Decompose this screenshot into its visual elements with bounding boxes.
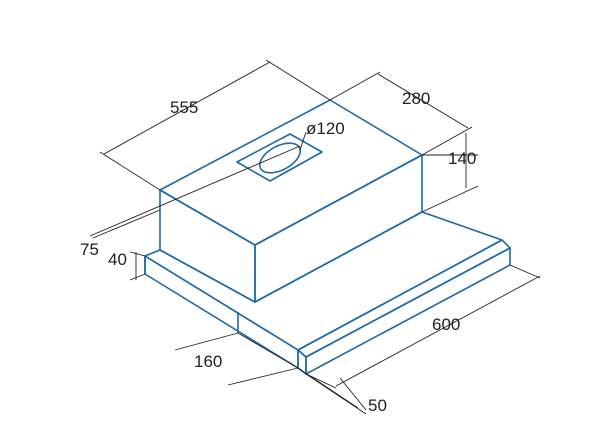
label-front-height: 40 <box>108 250 127 269</box>
label-total-width: 600 <box>432 315 460 334</box>
label-width-top: 280 <box>402 89 430 108</box>
slide-out-visor <box>144 211 511 375</box>
label-visor-offset: 75 <box>80 240 99 259</box>
dimension-lines <box>89 59 541 415</box>
label-depth-top: 555 <box>170 98 198 117</box>
hood-top-face <box>159 99 423 246</box>
label-height-body: 140 <box>448 149 476 168</box>
duct-plate <box>236 133 323 182</box>
duct-outlet <box>236 133 323 182</box>
duct-opening <box>258 142 302 174</box>
label-slide-depth: 160 <box>194 352 222 371</box>
label-visor-depth: 50 <box>368 396 387 415</box>
hood-front-face <box>159 189 256 303</box>
visor-front-bar-face <box>305 247 511 375</box>
dimension-labels: 555 280 ø120 140 75 40 160 600 50 <box>80 89 476 415</box>
hood-side-face <box>254 154 423 303</box>
visor-front-bar-top <box>297 239 511 358</box>
label-duct-diameter: ø120 <box>306 119 345 138</box>
